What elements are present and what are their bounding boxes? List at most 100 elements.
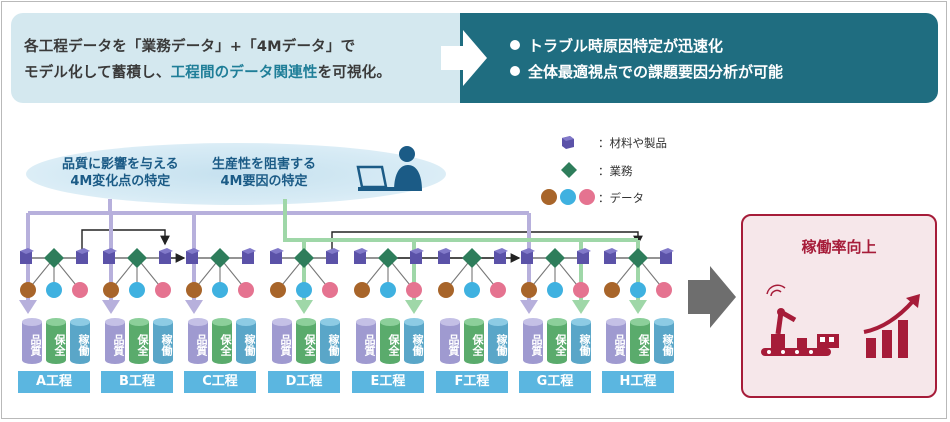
data-store-cylinder: 品質: [356, 318, 376, 366]
data-store-cylinder: 稼働: [70, 318, 90, 366]
data-store-cylinder: 稼働: [654, 318, 674, 366]
business-diamond: [545, 248, 565, 268]
material-cube: [20, 248, 34, 264]
data-circle: [490, 282, 506, 298]
data-store-label: 保全: [387, 334, 400, 356]
material-cube: [521, 248, 535, 264]
data-store-cylinder: 稼働: [571, 318, 591, 366]
data-store-cylinder: 稼働: [320, 318, 340, 366]
productivity-arrowhead: [629, 300, 647, 314]
business-diamond: [44, 248, 64, 268]
data-store-cylinder: 品質: [188, 318, 208, 366]
material-cube: [354, 248, 368, 264]
productivity-link: [283, 199, 638, 242]
data-store-cylinder: 保全: [630, 318, 650, 366]
data-store-label: 稼働: [160, 334, 173, 356]
material-cube: [604, 248, 618, 264]
quality-arrowhead: [185, 300, 203, 314]
business-diamond: [628, 248, 648, 268]
data-store-label: 品質: [29, 334, 42, 356]
data-store-label: 品質: [112, 334, 125, 356]
data-store-cylinder: 稼働: [153, 318, 173, 366]
process-label: A工程: [18, 371, 90, 393]
data-store-cylinder: 保全: [296, 318, 316, 366]
summary-line-2: モデル化して蓄積し、工程間のデータ関連性を可視化。: [24, 61, 391, 82]
legend-material-icon: [562, 136, 574, 149]
material-cube: [103, 248, 117, 264]
data-store-label: 保全: [219, 334, 232, 356]
data-store-cylinder: 稼働: [404, 318, 424, 366]
data-store-cylinder: 品質: [440, 318, 460, 366]
data-store-label: 稼働: [243, 334, 256, 356]
data-store-cylinder: 品質: [272, 318, 292, 366]
data-store-cylinder: 品質: [523, 318, 543, 366]
data-circle: [238, 282, 254, 298]
data-store-label: 保全: [303, 334, 316, 356]
result-title: 稼働率向上: [801, 238, 877, 256]
benefit-item: 全体最適視点での課題要因分析が可能: [510, 61, 783, 82]
data-store-cylinder: 品質: [606, 318, 626, 366]
data-store-cylinder: 保全: [129, 318, 149, 366]
bullet-icon: [510, 66, 520, 76]
data-store-label: 保全: [53, 334, 66, 356]
data-store-cylinder: 保全: [380, 318, 400, 366]
productivity-arrowhead: [572, 300, 590, 314]
analyst-at-laptop-icon: [356, 146, 422, 191]
process-label: E工程: [352, 371, 424, 393]
bullet-icon: [510, 40, 520, 50]
process-label: F工程: [436, 371, 508, 393]
data-store-cylinder: 稼働: [236, 318, 256, 366]
benefit-text: 全体最適視点での課題要因分析が可能: [528, 63, 784, 81]
data-store-label: 品質: [195, 334, 208, 356]
summary-text: モデル化して蓄積し、: [24, 65, 171, 81]
productivity-arrowhead: [405, 300, 423, 314]
data-store-label: 品質: [279, 334, 292, 356]
data-store-cylinder: 保全: [212, 318, 232, 366]
data-circle: [322, 282, 338, 298]
data-circle: [464, 282, 480, 298]
quality-arrowhead: [102, 300, 120, 314]
material-cube: [410, 248, 424, 264]
legend-data-icons: [541, 189, 595, 205]
data-store-label: 稼働: [661, 334, 674, 356]
data-store-label: 品質: [363, 334, 376, 356]
summary-highlight: 工程間のデータ関連性: [170, 65, 318, 81]
benefit-text: トラブル時原因特定が迅速化: [528, 37, 724, 55]
quality-arrowhead: [520, 300, 538, 314]
data-circle: [186, 282, 202, 298]
data-store-label: 稼働: [495, 334, 508, 356]
business-diamond: [127, 248, 147, 268]
data-circle: [270, 282, 286, 298]
material-cube: [438, 248, 452, 264]
data-store-cylinder: 保全: [547, 318, 567, 366]
material-cube: [76, 248, 90, 264]
data-circle: [406, 282, 422, 298]
quality-arrowhead: [19, 300, 37, 314]
legend-data-label: ：データ: [598, 191, 644, 205]
material-cube: [270, 248, 284, 264]
data-circle: [630, 282, 646, 298]
data-store-label: 稼働: [327, 334, 340, 356]
data-circle: [573, 282, 589, 298]
benefits-panel: [460, 13, 938, 103]
material-cube: [577, 248, 591, 264]
data-store-label: 稼働: [578, 334, 591, 356]
material-cube: [186, 248, 200, 264]
data-circle: [20, 282, 36, 298]
data-circle: [354, 282, 370, 298]
data-store-label: 品質: [613, 334, 626, 356]
legend-business-icon: [561, 162, 577, 178]
data-circle: [521, 282, 537, 298]
business-diamond: [378, 248, 398, 268]
data-store-cylinder: 品質: [105, 318, 125, 366]
data-store-cylinder: 品質: [22, 318, 42, 366]
result-box: [741, 214, 937, 398]
data-circle: [604, 282, 620, 298]
material-cube: [660, 248, 674, 264]
data-circle: [656, 282, 672, 298]
data-circle: [155, 282, 171, 298]
data-circle: [296, 282, 312, 298]
data-store-label: 品質: [447, 334, 460, 356]
material-cube: [242, 248, 256, 264]
